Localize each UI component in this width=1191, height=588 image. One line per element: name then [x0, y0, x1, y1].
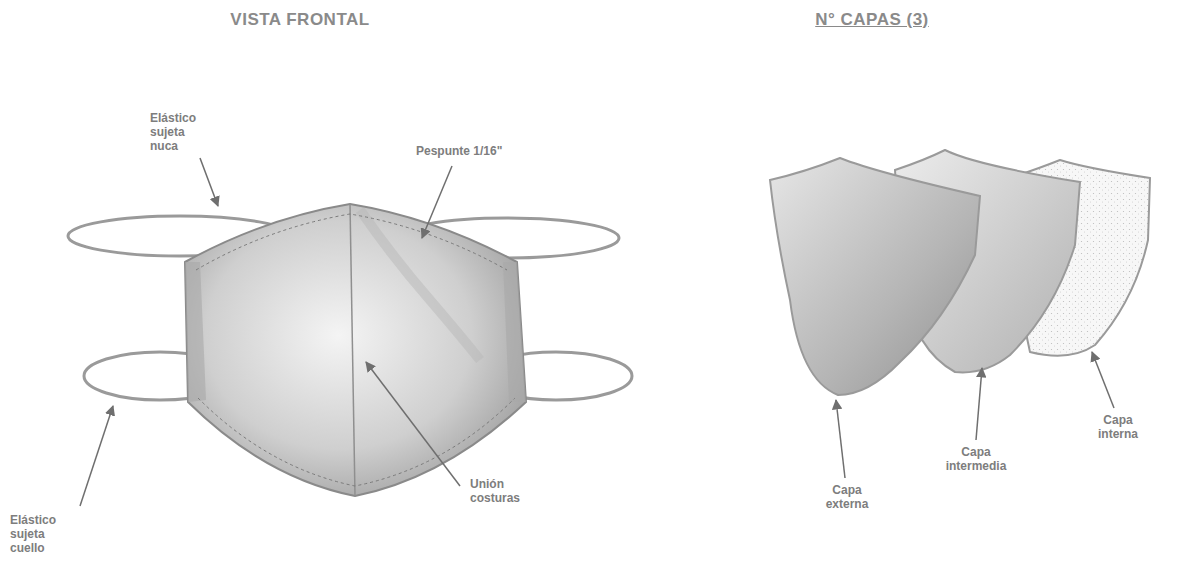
- part-label: Unión costuras: [470, 478, 520, 506]
- leader-elastic-cuello: [80, 406, 113, 506]
- fold-shade: [360, 210, 480, 360]
- layers-title: N° CAPAS (3): [815, 10, 929, 30]
- leader-capa-intermedia: [976, 368, 982, 440]
- part-label: Elástico sujeta nuca: [150, 112, 196, 153]
- leader-union: [366, 362, 460, 486]
- layer-outer: [770, 158, 980, 395]
- part-label: Elástico sujeta cuello: [10, 514, 56, 555]
- leader-pespunte: [422, 166, 452, 238]
- layer-label: Capa interna: [1098, 414, 1138, 442]
- leader-elastic-nuca: [200, 158, 218, 206]
- layer-label: Capa intermedia: [946, 446, 1007, 474]
- leader-lines: [80, 158, 1114, 506]
- view-title: VISTA FRONTAL: [230, 10, 369, 30]
- topstitch-bottom: [198, 398, 515, 486]
- leader-capa-externa: [836, 400, 845, 478]
- mask-side-band-left: [185, 262, 206, 402]
- center-seam: [350, 204, 355, 496]
- leader-capa-interna: [1092, 352, 1114, 408]
- mask-side-band-right: [503, 262, 526, 402]
- layer-label: Capa externa: [826, 484, 869, 512]
- mask-front-body: [185, 204, 526, 496]
- part-label: Pespunte 1/16": [416, 145, 502, 159]
- topstitch-1-16: [196, 214, 507, 270]
